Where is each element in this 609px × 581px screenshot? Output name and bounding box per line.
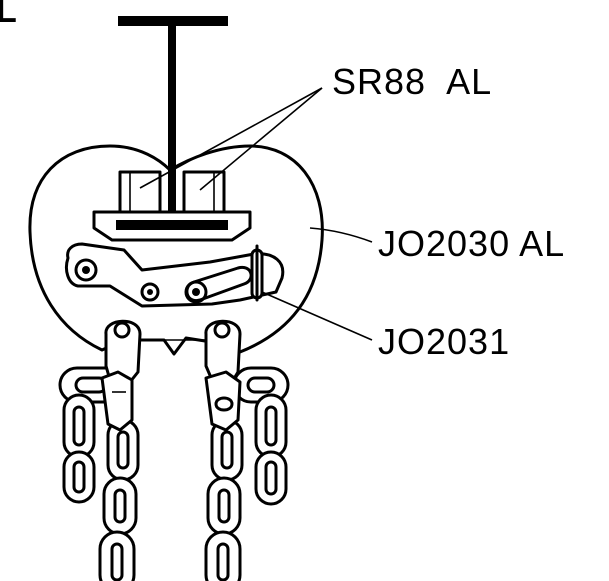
pivot-hole-center bbox=[140, 282, 160, 302]
pivot-hole-left bbox=[74, 258, 98, 282]
left-chain bbox=[58, 366, 140, 581]
left-hanger bbox=[100, 319, 142, 432]
callout-body-plate: JO2030 AL bbox=[378, 223, 565, 264]
corner-label: L bbox=[0, 0, 17, 30]
right-hanger bbox=[204, 319, 242, 432]
callout-clamp-jaw: SR88 AL bbox=[332, 61, 492, 102]
leader-lines bbox=[139, 87, 373, 341]
callout-pin: JO2031 bbox=[378, 321, 510, 362]
right-chain bbox=[204, 366, 290, 581]
pin-head bbox=[184, 280, 208, 304]
